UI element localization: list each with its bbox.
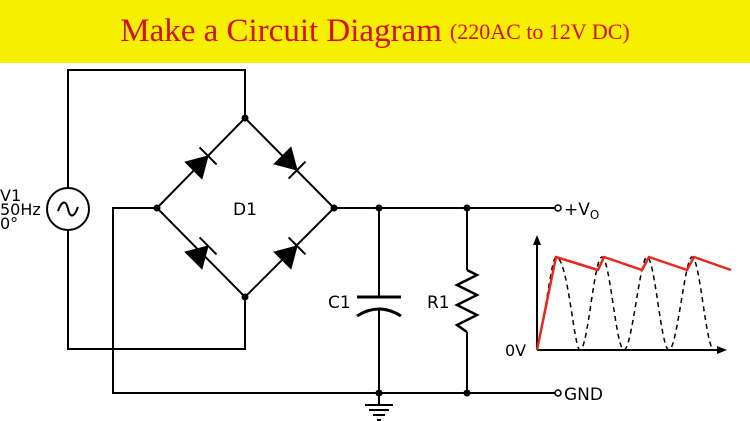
diode-top-right	[273, 146, 307, 180]
junctions	[153, 114, 471, 397]
capacitor-plate-curved	[356, 307, 402, 318]
circuit-diagram: V1 50Hz 0° D1 C1 R1	[0, 69, 732, 421]
wires	[67, 69, 555, 405]
waveform-zero-label: 0V	[505, 341, 526, 360]
waveform-ripple	[535, 255, 732, 351]
wire-source-bottom	[67, 230, 246, 350]
ground-icon	[365, 404, 393, 421]
junction-bridge-bottom	[241, 293, 249, 301]
junction-res-bottom	[463, 389, 471, 397]
junction-bridge-top	[241, 114, 249, 122]
diode-top-left	[184, 146, 218, 180]
title-banner: Make a Circuit Diagram (220AC to 12V DC)	[0, 0, 750, 63]
capacitor	[356, 295, 402, 318]
vout-subscript: O	[590, 208, 599, 222]
wire-source-top	[67, 69, 246, 188]
diode-bottom-right	[273, 236, 307, 270]
waveform-rectified	[536, 256, 715, 351]
source-phase: 0°	[0, 214, 18, 233]
terminal-vout	[554, 204, 562, 212]
source-frequency: 50Hz	[0, 200, 41, 219]
terminal-gnd	[554, 389, 562, 397]
vout-label: +VO	[564, 200, 599, 222]
gnd-label: GND	[564, 385, 603, 405]
bridge-label: D1	[233, 200, 257, 220]
junction-bridge-left	[153, 204, 161, 212]
junction-cap-bottom	[375, 389, 383, 397]
sine-icon	[57, 201, 79, 217]
title-sub: (220AC to 12V DC)	[449, 18, 630, 44]
junction-res-top	[463, 204, 471, 212]
capacitor-label: C1	[328, 293, 351, 313]
junction-bridge-right	[330, 204, 338, 212]
resistor	[454, 268, 480, 334]
waveform-y-arrow	[533, 235, 541, 245]
waveform-x-arrow	[717, 346, 727, 354]
junction-cap-top	[375, 204, 383, 212]
wire-ground-return	[112, 207, 555, 394]
source-name: V1	[0, 186, 21, 205]
waveform-plot	[533, 235, 732, 354]
ac-source	[46, 187, 90, 231]
vout-prefix: +V	[564, 200, 590, 220]
resistor-label: R1	[427, 293, 450, 313]
diode-bottom-left	[184, 236, 218, 270]
title-main: Make a Circuit Diagram	[120, 13, 442, 49]
